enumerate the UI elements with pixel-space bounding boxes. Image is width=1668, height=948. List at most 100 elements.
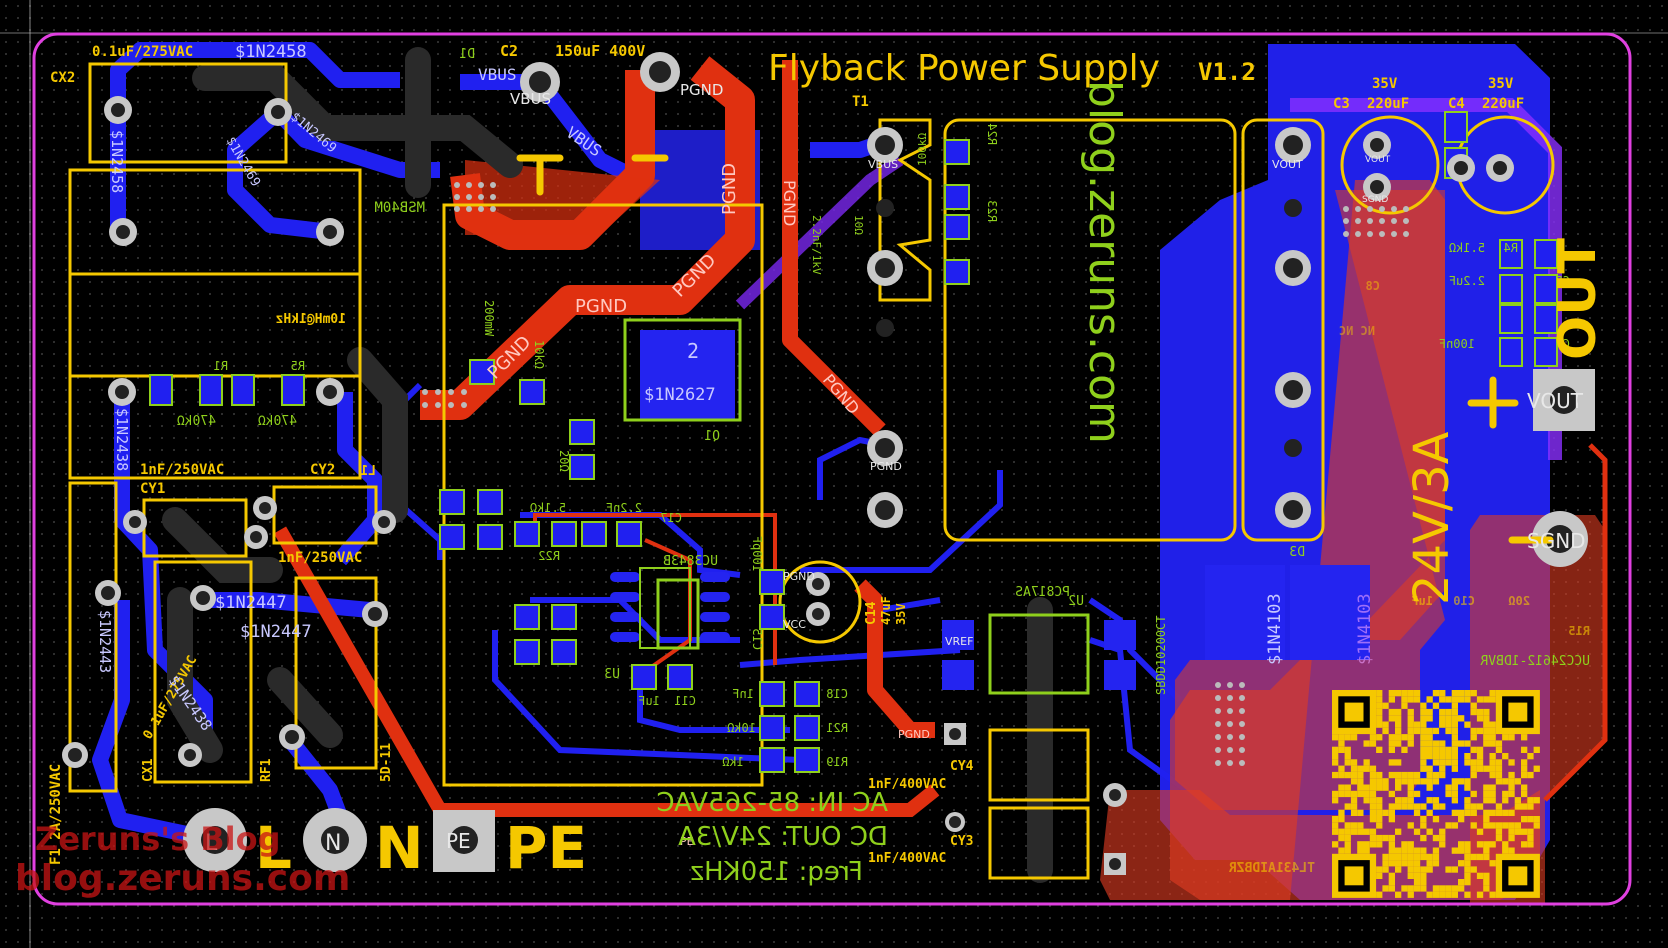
qr-module bbox=[1426, 860, 1433, 867]
qr-module bbox=[1338, 809, 1345, 816]
qr-module bbox=[1508, 790, 1515, 798]
qr-module bbox=[1439, 834, 1446, 842]
c5-value: 2.2uF bbox=[1449, 274, 1485, 288]
qr-module bbox=[1338, 734, 1345, 741]
qr-module bbox=[1382, 834, 1389, 842]
qr-module bbox=[1395, 715, 1402, 722]
qr-module bbox=[1388, 816, 1395, 823]
pad-N: N bbox=[325, 831, 341, 856]
qr-module bbox=[1476, 765, 1484, 772]
qr-module bbox=[1413, 860, 1421, 867]
qr-module bbox=[1502, 841, 1509, 848]
qr-module bbox=[1458, 885, 1465, 892]
qr-module bbox=[1344, 790, 1351, 798]
q1-ref: Q1 bbox=[704, 429, 720, 444]
qr-module bbox=[1483, 809, 1490, 816]
qr-module bbox=[1420, 727, 1427, 735]
qr-module bbox=[1420, 866, 1427, 873]
qr-module bbox=[1464, 759, 1471, 766]
through-hole-pads bbox=[62, 52, 1595, 875]
qr-module bbox=[1483, 765, 1490, 772]
qr-module bbox=[1376, 797, 1383, 804]
qr-module bbox=[1401, 690, 1408, 697]
qr-module bbox=[1395, 803, 1402, 810]
qr-module bbox=[1464, 872, 1471, 879]
qr-module bbox=[1407, 784, 1414, 791]
l1-ref: L1 bbox=[360, 464, 376, 479]
qr-module bbox=[1344, 784, 1351, 791]
pgnd-pour bbox=[465, 160, 660, 235]
ac-terminal-block bbox=[183, 808, 495, 872]
qr-module bbox=[1483, 790, 1490, 798]
c14-pad-vcc: VCC bbox=[783, 618, 806, 631]
qr-module bbox=[1521, 803, 1528, 810]
qr-module bbox=[1439, 803, 1446, 810]
qr-module bbox=[1407, 771, 1414, 779]
qr-module bbox=[1363, 784, 1370, 791]
qr-module bbox=[1338, 765, 1345, 772]
c3-value: 220uF bbox=[1367, 96, 1409, 112]
c11-ref: C11 bbox=[674, 694, 696, 708]
qr-module bbox=[1420, 872, 1427, 879]
cy2-ref: CY2 bbox=[310, 462, 335, 478]
pad-vout: VOUT bbox=[1527, 389, 1584, 413]
qr-module bbox=[1489, 841, 1496, 848]
qr-module bbox=[1432, 753, 1440, 760]
net-n6: $1N2627 bbox=[644, 385, 716, 405]
qr-module bbox=[1445, 753, 1452, 760]
qr-module bbox=[1451, 847, 1458, 854]
qr-module bbox=[1495, 746, 1503, 753]
qr-module bbox=[1458, 860, 1465, 867]
qr-module bbox=[1363, 847, 1370, 854]
qr-module bbox=[1476, 891, 1484, 898]
qr-module bbox=[1495, 828, 1503, 835]
qr-module bbox=[1445, 784, 1452, 791]
qr-module bbox=[1369, 834, 1377, 842]
qr-module bbox=[1464, 841, 1471, 848]
qr-module bbox=[1357, 847, 1364, 854]
qr-module bbox=[1357, 828, 1364, 835]
d3-part: SBDD10200CT bbox=[1154, 616, 1168, 695]
qr-module bbox=[1439, 715, 1446, 722]
qr-module bbox=[1439, 740, 1446, 747]
qr-module bbox=[1451, 778, 1458, 785]
qr-module bbox=[1395, 771, 1402, 779]
qr-module bbox=[1369, 828, 1377, 835]
qr-module bbox=[1407, 803, 1414, 810]
qr-module bbox=[1420, 879, 1427, 886]
qr-module bbox=[1464, 853, 1471, 861]
r21-value: 10kΩ bbox=[727, 721, 756, 735]
qr-module bbox=[1445, 746, 1452, 753]
qr-module bbox=[1451, 765, 1458, 772]
qr-module bbox=[1382, 860, 1389, 867]
qr-module bbox=[1376, 816, 1383, 823]
qr-module bbox=[1382, 778, 1389, 785]
qr-module bbox=[1439, 771, 1446, 779]
qr-module bbox=[1344, 822, 1351, 829]
qr-module bbox=[1495, 809, 1503, 816]
qr-module bbox=[1376, 809, 1383, 816]
d3-ref: D3 bbox=[1289, 545, 1305, 560]
qr-module bbox=[1382, 721, 1389, 728]
qr-module bbox=[1376, 891, 1383, 898]
qr-module bbox=[1508, 809, 1515, 816]
qr-module bbox=[1533, 746, 1540, 753]
qr-module bbox=[1495, 759, 1503, 766]
c14-voltage: 35V bbox=[894, 603, 908, 625]
qr-module bbox=[1407, 690, 1414, 697]
rf1-value: 5D-11 bbox=[379, 743, 394, 782]
qr-module bbox=[1464, 803, 1471, 810]
qr-module bbox=[1369, 841, 1377, 848]
qr-module bbox=[1426, 853, 1433, 861]
qr-module bbox=[1388, 841, 1395, 848]
qr-module bbox=[1483, 715, 1490, 722]
qr-module bbox=[1426, 891, 1433, 898]
qr-module bbox=[1407, 797, 1414, 804]
cy4-ref: CY4 bbox=[950, 759, 974, 774]
qr-module bbox=[1521, 746, 1528, 753]
qr-module bbox=[1464, 809, 1471, 816]
qr-module bbox=[1495, 771, 1503, 779]
cy1-value: 1nF/250VAC bbox=[140, 462, 224, 478]
qr-module bbox=[1458, 690, 1465, 697]
